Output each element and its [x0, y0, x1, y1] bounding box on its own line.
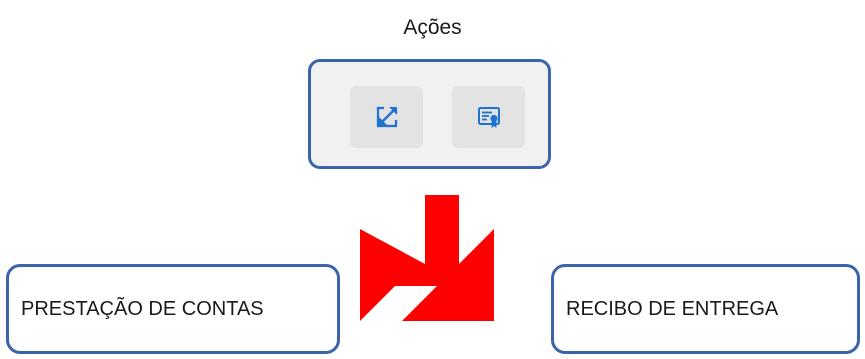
prestacao-de-contas-box: PRESTAÇÃO DE CONTAS [6, 264, 340, 354]
actions-panel [308, 59, 551, 169]
prestacao-de-contas-label: PRESTAÇÃO DE CONTAS [21, 297, 264, 320]
prestacao-de-contas-button[interactable] [350, 86, 423, 148]
actions-title: Ações [403, 16, 462, 39]
recibo-de-entrega-box: RECIBO DE ENTREGA [551, 264, 860, 354]
expand-arrows-icon [376, 106, 397, 128]
recibo-de-entrega-label: RECIBO DE ENTREGA [566, 297, 779, 320]
recibo-de-entrega-button[interactable] [452, 86, 525, 148]
certificate-icon [477, 107, 500, 128]
